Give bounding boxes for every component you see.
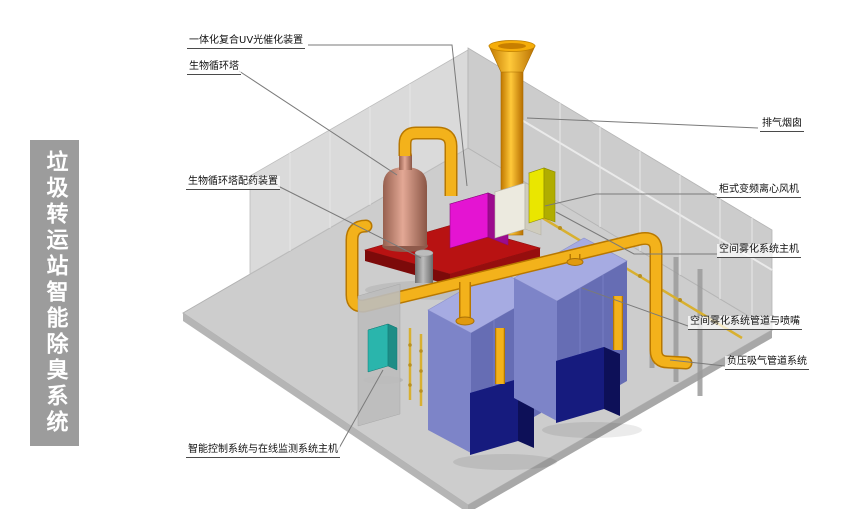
leader-control-host bbox=[337, 369, 384, 451]
leader-bio-tower bbox=[238, 70, 398, 176]
leader-atomization-pipes bbox=[581, 287, 689, 327]
leader-uv-device bbox=[308, 44, 468, 187]
label-atomization-pipes: 空间雾化系统管道与喷嘴 bbox=[688, 316, 802, 330]
spray-nozzles-left bbox=[408, 343, 423, 393]
leader-lines bbox=[238, 44, 759, 451]
page-title: 垃圾转运站智能除臭系统 bbox=[42, 150, 68, 436]
leader-atomization-host bbox=[555, 211, 717, 255]
atomization-host-unit bbox=[528, 167, 556, 224]
leader-centrifugal-fan bbox=[544, 193, 717, 207]
leader-dosing-device bbox=[277, 185, 422, 259]
label-atomization-host: 空间雾化系统主机 bbox=[717, 244, 801, 258]
label-exhaust-stack: 排气烟囱 bbox=[760, 118, 804, 132]
leader-suction-duct bbox=[669, 359, 726, 367]
leader-exhaust-stack bbox=[526, 117, 759, 129]
dosing-cylinder bbox=[414, 249, 434, 283]
suction-duct-network bbox=[345, 219, 693, 384]
tower-duct bbox=[398, 126, 458, 196]
label-control-host: 智能控制系统与在线监测系统主机 bbox=[186, 444, 340, 458]
spray-pipe-left bbox=[408, 328, 423, 406]
label-dosing-device: 生物循环塔配药装置 bbox=[186, 176, 280, 190]
title-banner: 垃圾转运站智能除臭系统 bbox=[30, 140, 79, 446]
waste-container-2 bbox=[513, 237, 628, 423]
label-uv-device: 一体化复合UV光催化装置 bbox=[187, 35, 306, 49]
label-centrifugal-fan: 柜式变频离心风机 bbox=[717, 184, 801, 198]
label-suction-duct: 负压吸气管道系统 bbox=[725, 356, 809, 370]
compactor-unit-2 bbox=[556, 347, 620, 423]
control-host-unit bbox=[367, 323, 398, 373]
label-bio-tower: 生物循环塔 bbox=[187, 61, 241, 75]
